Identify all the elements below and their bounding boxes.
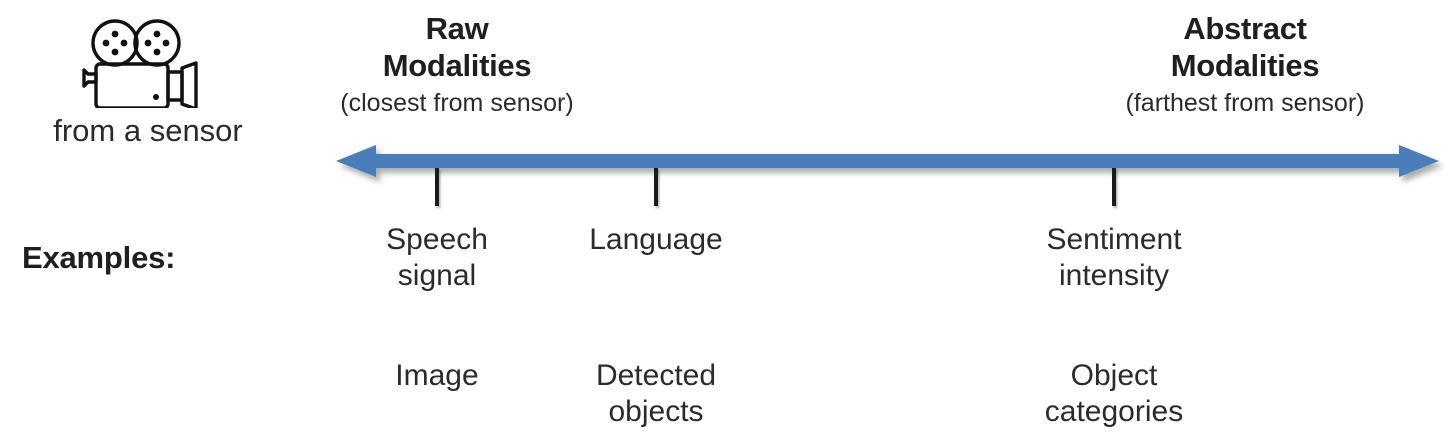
pole-right-title-line2: Modalities <box>1170 48 1320 83</box>
example-language: Language <box>526 222 786 258</box>
examples-label: Examples: <box>22 240 176 275</box>
example-speech-signal: Speech signal <box>307 222 567 294</box>
example-object-categories: Object categories <box>964 358 1264 430</box>
pole-right-subtitle: (farthest from sensor) <box>1125 89 1365 117</box>
example-line1: Object <box>1070 359 1158 392</box>
axis-tick-2 <box>654 168 658 206</box>
pole-right-title: Abstract Modalities <box>1035 10 1450 84</box>
pole-raw-modalities: Raw Modalities (closest from sensor) <box>247 10 667 118</box>
axis-tick-1 <box>435 168 439 206</box>
example-line2: intensity <box>1058 259 1170 292</box>
example-line2: signal <box>397 259 477 292</box>
example-line1: Detected <box>595 359 717 392</box>
example-detected-objects: Detected objects <box>526 358 786 430</box>
pole-abstract-modalities: Abstract Modalities (farthest from senso… <box>1035 10 1450 118</box>
pole-left-subtitle: (closest from sensor) <box>340 89 574 117</box>
example-line2: categories <box>1044 395 1184 428</box>
pole-right-title-line1: Abstract <box>1183 11 1307 46</box>
axis-tick-3 <box>1112 168 1116 206</box>
example-line1: Speech <box>386 223 488 256</box>
example-line1: Language <box>589 223 723 256</box>
example-line1: Image <box>395 359 479 392</box>
example-image: Image <box>307 358 567 394</box>
pole-left-title: Raw Modalities <box>247 10 667 84</box>
film-camera-icon <box>78 18 210 111</box>
sensor-caption: from a sensor <box>53 113 243 148</box>
example-line1: Sentiment <box>1046 223 1182 256</box>
example-line2: objects <box>608 395 704 428</box>
pole-left-title-line1: Raw <box>425 11 489 46</box>
modality-abstraction-axis-arrow <box>330 140 1445 186</box>
example-sentiment-intensity: Sentiment intensity <box>964 222 1264 294</box>
pole-left-title-line2: Modalities <box>382 48 532 83</box>
